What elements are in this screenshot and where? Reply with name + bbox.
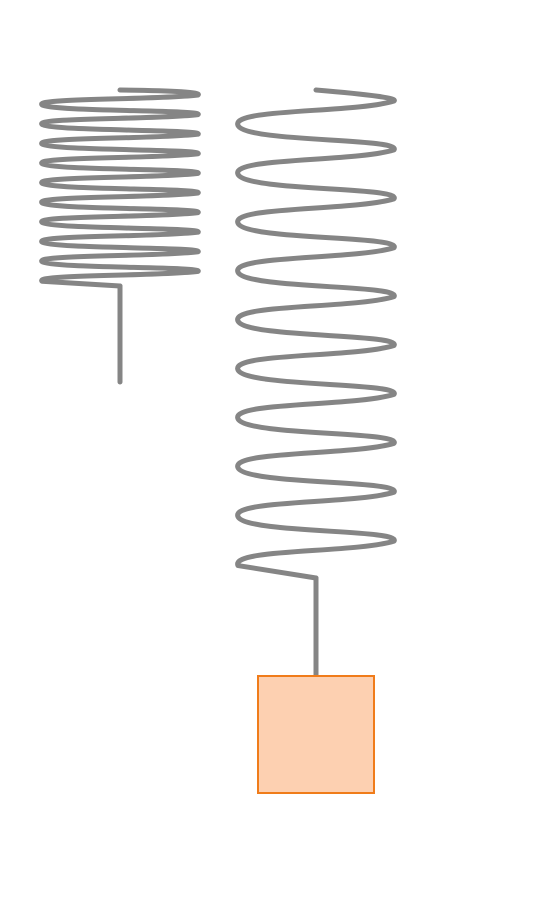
unloaded-spring-coil xyxy=(39,87,201,289)
hanging-mass-block xyxy=(257,675,375,794)
loaded-spring-group xyxy=(235,87,397,794)
loaded-spring-coil xyxy=(235,87,397,581)
unloaded-spring-group xyxy=(39,87,201,385)
